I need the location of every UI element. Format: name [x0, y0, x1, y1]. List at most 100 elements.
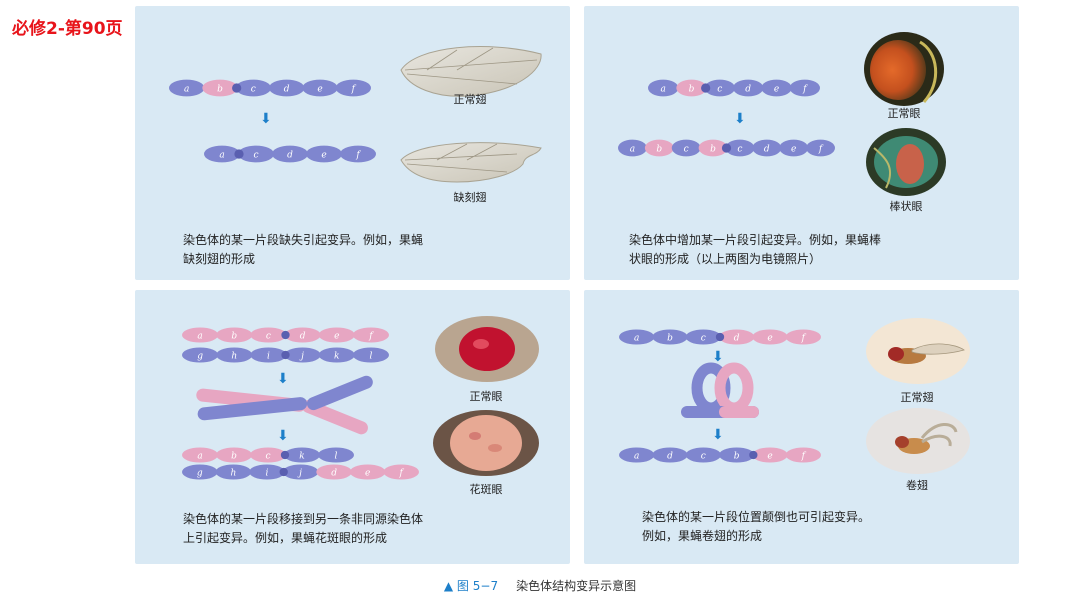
- gene-label: b: [689, 85, 695, 95]
- down-arrow-icon: ⬇: [260, 111, 272, 127]
- gene-segment: [352, 327, 389, 343]
- down-arrow-icon: ⬇: [277, 371, 289, 387]
- gene-label: d: [764, 145, 770, 155]
- gene-label: b: [231, 452, 237, 462]
- gene-label: e: [317, 85, 322, 95]
- gene-segment: [335, 79, 371, 97]
- gene-label: f: [801, 334, 807, 344]
- gene-segment: [652, 447, 688, 463]
- gene-segment: [383, 464, 419, 480]
- gene-label: k: [299, 452, 304, 462]
- crossing-chromosome-a-tail: [302, 399, 368, 435]
- down-arrow-icon: ⬇: [734, 111, 746, 127]
- normal-red-eye-photo: [435, 316, 539, 382]
- gene-segment: [752, 329, 788, 345]
- caption-deletion: 染色体的某一片段缺失引起变异。例如，果蝇 缺刻翅的形成: [183, 233, 424, 266]
- gene-segment: [648, 79, 679, 97]
- normal-wing-fly-photo: [866, 318, 970, 384]
- centromere: [279, 467, 288, 477]
- gene-label: i: [265, 469, 268, 479]
- gene-label: a: [634, 452, 639, 462]
- gene-label: a: [219, 151, 224, 161]
- centromere: [281, 330, 290, 340]
- gene-label: f: [355, 151, 361, 161]
- gene-label: e: [334, 332, 339, 342]
- down-arrow-icon: ⬇: [712, 427, 724, 443]
- gene-segment: [169, 79, 205, 97]
- gene-segment: [761, 79, 792, 97]
- gene-label: d: [734, 334, 740, 344]
- label-mottled-eye: 花斑眼: [469, 483, 503, 496]
- gene-segment: [779, 139, 809, 157]
- gene-segment: [284, 347, 321, 363]
- gene-label: a: [197, 332, 202, 342]
- centromere: [721, 143, 732, 153]
- gene-segment: [249, 464, 285, 480]
- gene-label: e: [767, 334, 772, 344]
- gene-label: h: [231, 352, 237, 362]
- caption-translocation: 染色体的某一片段移接到另一条非同源染色体 上引起变异。例如，果蝇花斑眼的形成: [183, 512, 424, 545]
- gene-label: c: [701, 452, 706, 462]
- gene-segment: [652, 329, 688, 345]
- gene-segment: [752, 447, 788, 463]
- gene-label: c: [265, 452, 270, 462]
- gene-label: c: [737, 145, 742, 155]
- gene-label: c: [251, 85, 256, 95]
- gene-label: a: [197, 452, 202, 462]
- gene-segment: [235, 79, 271, 97]
- gene-label: h: [230, 469, 236, 479]
- gene-label: f: [818, 145, 824, 155]
- centromere: [234, 149, 244, 159]
- gene-segment: [202, 79, 238, 97]
- gene-label: c: [701, 334, 706, 344]
- gene-segment: [216, 447, 252, 463]
- figure-title: 染色体结构变异示意图: [516, 579, 637, 593]
- gene-segment: [216, 327, 253, 343]
- down-arrow-icon: ⬇: [277, 428, 289, 444]
- gene-segment: [318, 347, 355, 363]
- caption-inversion: 染色体的某一片段位置颠倒也可引起变异。 例如，果蝇卷翅的形成: [642, 510, 871, 543]
- gene-label: e: [365, 469, 370, 479]
- label-curly-wing: 卷翅: [906, 479, 928, 492]
- gene-label: b: [710, 145, 716, 155]
- gene-label: d: [284, 85, 290, 95]
- gene-segment: [671, 139, 701, 157]
- normal-wing-photo: [400, 46, 542, 97]
- chromosomes-crossing: [196, 375, 373, 435]
- gene-label: c: [684, 145, 689, 155]
- gene-label: e: [767, 452, 772, 462]
- gene-segment: [182, 327, 219, 343]
- gene-segment: [272, 145, 308, 163]
- gene-segment: [250, 347, 287, 363]
- page-label: 必修2-第90页: [12, 19, 123, 39]
- gene-segment: [316, 464, 352, 480]
- gene-segment: [182, 464, 218, 480]
- gene-label: d: [745, 85, 751, 95]
- gene-segment: [250, 327, 287, 343]
- gene-label: f: [801, 452, 807, 462]
- centromere: [281, 350, 290, 360]
- gene-label: b: [217, 85, 223, 95]
- gene-segment: [685, 329, 721, 345]
- gene-segment: [250, 447, 286, 463]
- gene-label: d: [300, 332, 306, 342]
- gene-label: e: [774, 85, 779, 95]
- crossing-chromosome-b: [197, 397, 308, 421]
- gene-label: c: [253, 151, 258, 161]
- gene-segment: [619, 447, 655, 463]
- gene-segment: [182, 347, 219, 363]
- bar-eye-photo: [866, 128, 946, 196]
- gene-segment: [806, 139, 835, 157]
- gene-label: e: [791, 145, 796, 155]
- gene-label: g: [197, 469, 203, 479]
- gene-segment: [676, 79, 707, 97]
- gene-segment: [204, 145, 240, 163]
- gene-segment: [340, 145, 376, 163]
- gene-label: c: [717, 85, 722, 95]
